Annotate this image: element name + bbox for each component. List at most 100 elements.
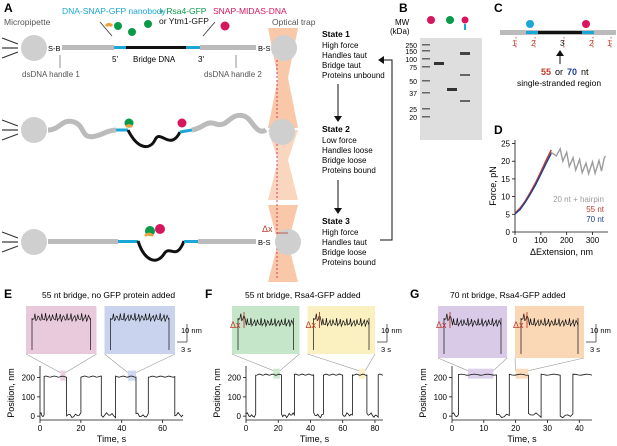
x-axis-label: Time, s [507,434,537,444]
inset-box [26,306,97,354]
y-tick-label: 100 [22,393,36,402]
delta-x-label: Δx [262,224,273,234]
y-tick-label: 200 [434,374,448,383]
position-trace [39,375,184,419]
delta-x-label: Δx [513,320,524,330]
series-line [514,153,552,215]
panel-c-letter: C [494,1,503,15]
x-tick-label: 60 [338,424,347,433]
x-tick-label: 30 [543,424,552,433]
lane-icon-midas-dna [461,16,469,24]
legend-entry: 55 nt [586,205,605,214]
x-tick-label: 0 [244,424,249,433]
y-axis-label: Position, nm [6,368,16,418]
x-tick-label: 0 [450,424,455,433]
y-tick-label: 20 [501,157,510,166]
inset-connector [231,353,274,371]
inset-trace [313,313,370,328]
bridge-dna [126,46,186,49]
scalebar-x-label: 3 s [381,345,391,354]
y-tick-label: 5 [506,210,511,219]
legend-entry: 70 nt [586,215,605,224]
protein-rsa4 [144,20,152,28]
state-1-line: Handles taut [322,51,368,60]
ladder-label: 75 [409,65,417,72]
ladder-label: 25 [409,107,417,114]
mw-unit: (kDa) [390,27,410,36]
lane-icon-midas [427,16,435,24]
y-tick-label: 100 [228,393,242,402]
region-label: single-stranded region [517,78,601,88]
y-tick-label: 200 [228,374,242,383]
inset-connector [307,353,359,371]
inset-connector [514,357,516,371]
state-3-line: Handles taut [322,238,368,247]
x-tick-label: 40 [575,424,584,433]
rsa4-label: + Rsa4-GFP [159,6,207,16]
segment-mark: 2 [531,39,536,48]
nt-length-label: 55 or 70 nt [541,67,589,77]
x-axis-label: ΔExtension, nm [530,247,593,257]
optical-trap-label: Optical trap [272,17,316,27]
position-trace [451,373,593,419]
cycle-arrow [380,59,393,241]
inset-connector [104,353,129,373]
panel-d-letter: D [494,123,503,137]
segment-mark: 1 [512,39,517,48]
x-tick-label: 40 [306,424,315,433]
inset-connector [528,357,585,371]
ladder-label: 250 [405,43,417,50]
y-tick-label: 200 [22,374,36,383]
nanobody-icon [104,23,114,28]
state-2-line: Handles loose [322,146,373,155]
y-axis-label: Position, nm [212,368,222,418]
y-tick-label: 0 [31,412,36,421]
bs-label: B-S [258,44,271,53]
handle-1-label: dsDNA handle 1 [22,70,80,79]
sb-label: S-B [48,44,61,53]
segment-mark: 2 [589,39,594,48]
panel-b-letter: B [399,1,408,15]
x-tick-label: 20 [274,424,283,433]
inset-connector [135,353,176,373]
state-3-diagram: B-S Δx [1,224,301,262]
y-tick-label: 10 [501,193,510,202]
delta-x-label: Δx [436,320,447,330]
x-axis-label: Time, s [97,434,127,444]
trap-beam-2 [268,130,298,200]
construct-nanobody-icon [526,20,534,28]
nanobody-label: DNA-SNAP-GFP nanobody [62,6,167,16]
construct-bridge [538,31,582,34]
three-prime-label: 3' [198,55,204,64]
lane-icon-rsa4 [446,16,454,24]
inset-trace [443,313,502,328]
scalebar-x-label: 3 s [181,345,191,354]
protein-rsa4 [114,22,122,30]
y-axis-label: Force, pN [488,166,498,206]
panel-e-letter: E [4,287,12,301]
pipette-bead [21,35,47,61]
state-1-line: High force [322,41,359,50]
state-1-diagram: S-B B-S Bridge DNA 5' 3' dsDNA handle 1 … [1,35,297,79]
state-3-line: High force [322,228,359,237]
trace-highlight [467,368,494,379]
bs-label: B-S [258,238,271,247]
x-tick-label: 300 [586,236,600,245]
mw-label: MW [395,18,410,27]
panel-a: A DNA-SNAP-GFP nanobody + Rsa4-GFP or Yt… [1,1,393,282]
y-tick-label: 100 [434,393,448,402]
state-3-title: State 3 [322,216,350,226]
nt-suffix: nt [581,67,589,77]
state-2-title: State 2 [322,124,350,134]
inset-connector [437,357,469,371]
